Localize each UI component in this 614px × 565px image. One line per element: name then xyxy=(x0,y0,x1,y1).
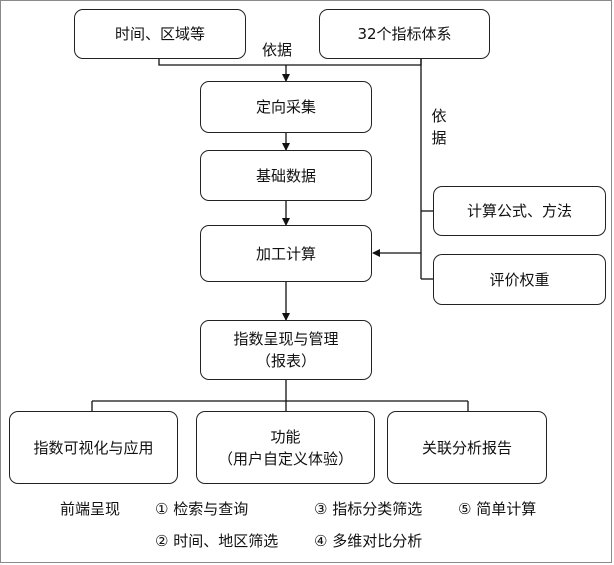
label-basis-top: 依据 xyxy=(262,41,293,59)
node-evaluation-weight: 评价权重 xyxy=(433,254,606,305)
node-time-region-label: 时间、区域等 xyxy=(114,25,205,43)
node-function-line1: 功能 xyxy=(270,427,301,446)
node-indicator-system: 32个指标体系 xyxy=(319,9,490,59)
frontend-item-4: ④ 多维对比分析 xyxy=(314,532,423,550)
frontend-item-3: ③ 指标分类筛选 xyxy=(314,500,423,518)
node-association-report: 关联分析报告 xyxy=(387,411,547,484)
node-formula-method: 计算公式、方法 xyxy=(433,186,606,236)
label-basis-side: 依 据 xyxy=(430,105,448,149)
node-time-region: 时间、区域等 xyxy=(74,9,246,59)
node-directed-collection: 定向采集 xyxy=(200,81,372,133)
label-basis-side-char1: 依 xyxy=(431,107,447,125)
node-visualization-application-label: 指数可视化与应用 xyxy=(33,438,154,457)
node-base-data-label: 基础数据 xyxy=(255,166,316,185)
node-association-report-label: 关联分析报告 xyxy=(421,438,512,457)
node-directed-collection-label: 定向采集 xyxy=(255,98,316,116)
node-evaluation-weight-label: 评价权重 xyxy=(489,270,550,289)
frontend-item-2: ② 时间、地区筛选 xyxy=(155,532,279,550)
frontend-item-5: ⑤ 简单计算 xyxy=(458,500,537,518)
node-processing-label: 加工计算 xyxy=(255,244,316,263)
line-indicators-down xyxy=(286,58,422,66)
label-basis-side-char2: 据 xyxy=(431,129,447,147)
node-index-presentation-line2: （报表） xyxy=(255,352,316,370)
frontend-title: 前端呈现 xyxy=(60,500,121,518)
node-index-presentation-line1: 指数呈现与管理 xyxy=(233,330,339,348)
node-formula-method-label: 计算公式、方法 xyxy=(466,202,572,220)
node-indicator-system-label: 32个指标体系 xyxy=(357,25,452,43)
node-function: 功能 （用户自定义体验） xyxy=(196,411,375,484)
node-base-data: 基础数据 xyxy=(200,150,372,201)
node-function-line2: （用户自定义体验） xyxy=(217,449,353,468)
frontend-item-1: ① 检索与查询 xyxy=(155,500,249,518)
node-visualization-application: 指数可视化与应用 xyxy=(9,411,178,484)
line-time-down xyxy=(158,58,286,66)
node-processing: 加工计算 xyxy=(200,225,372,282)
node-index-presentation: 指数呈现与管理 （报表） xyxy=(200,320,372,380)
